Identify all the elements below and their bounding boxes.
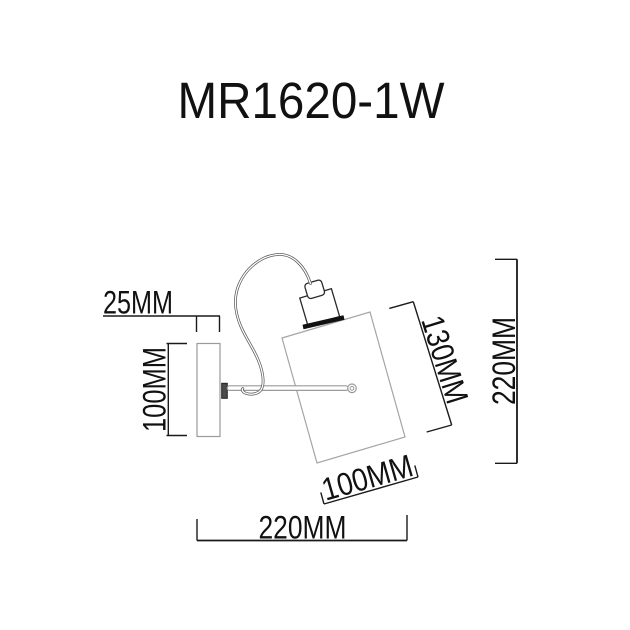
- dimension-overall-width: 220MM: [196, 510, 408, 546]
- dim-shade-width-line: [323, 476, 419, 505]
- socket-knob: [304, 279, 326, 300]
- arm-ball-center: [349, 385, 355, 391]
- dimension-plate-depth: 25MM: [103, 285, 221, 332]
- shade-holder-band: [302, 315, 345, 330]
- dim-shade-length-tick-top: [389, 301, 414, 310]
- dim-plate-depth-label: 25MM: [103, 285, 173, 321]
- dim-shade-length-tick-bottom: [426, 424, 452, 433]
- mounting-arm-rod: [226, 385, 349, 391]
- dimension-plate-height: 100MM: [137, 342, 187, 437]
- wall-plate: [196, 342, 221, 438]
- dimension-overall-height: 220MM: [486, 258, 522, 464]
- dim-overall-height-label: 220MM: [486, 317, 522, 405]
- dim-shade-width-tick-left: [320, 492, 325, 505]
- wall-lamp-drawing: [196, 253, 406, 464]
- product-model-title: MR1620-1W: [178, 72, 445, 129]
- dim-overall-width-label: 220MM: [259, 510, 347, 546]
- power-cord: [234, 253, 312, 396]
- dim-shade-length-line: [412, 301, 453, 426]
- dim-plate-height-label: 100MM: [137, 347, 173, 432]
- dim-shade-width-tick-right: [414, 465, 419, 478]
- arm-connector: [221, 382, 228, 399]
